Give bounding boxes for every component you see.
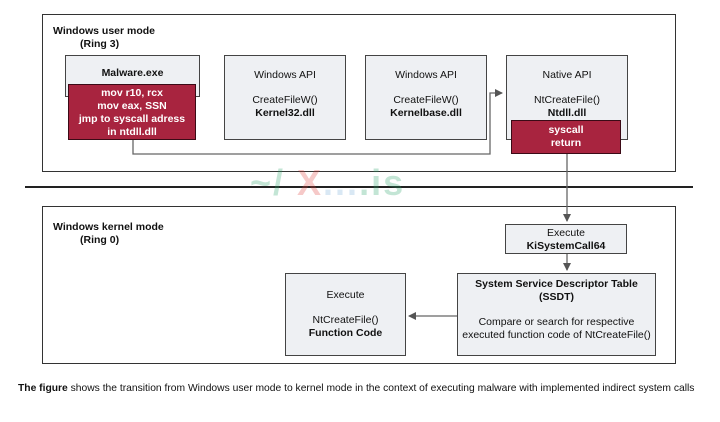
kisystemcall-box: Execute KiSystemCall64 xyxy=(505,224,627,254)
malware-code-line: mov r10, rcx xyxy=(101,87,163,99)
execute-code: Function Code xyxy=(308,327,383,339)
kernelbase-api-box: Windows API CreateFileW() Kernelbase.dll xyxy=(365,55,487,140)
watermark-prefix: ~/ xyxy=(250,162,298,203)
syscall-code-line: return xyxy=(550,137,582,149)
caption-text: shows the transition from Windows user m… xyxy=(67,383,695,394)
malware-code-block: mov r10, rcx mov eax, SSN jmp to syscall… xyxy=(68,84,196,140)
execute-action: Execute xyxy=(326,289,365,301)
watermark-suffix: .is xyxy=(359,162,406,203)
api-title: Windows API xyxy=(254,69,316,81)
syscall-code-block: syscall return xyxy=(511,120,621,154)
kernel-mode-subtitle: (Ring 0) xyxy=(80,234,120,246)
kernel-mode-title: Windows kernel mode xyxy=(53,221,164,233)
ssdt-desc: Compare or search for respective xyxy=(478,316,635,328)
execute-func: NtCreateFile() xyxy=(312,314,379,326)
watermark-logo: ~/ X....is xyxy=(250,162,405,204)
figure-caption: The figure shows the transition from Win… xyxy=(18,383,694,394)
ssdt-box: System Service Descriptor Table (SSDT) C… xyxy=(457,273,656,356)
malware-to-ntdll-arrow xyxy=(132,89,503,155)
execute-function-box: Execute NtCreateFile() Function Code xyxy=(285,273,406,356)
api-dll: Kernelbase.dll xyxy=(390,107,462,119)
ssdt-desc: executed function code of NtCreateFile() xyxy=(462,329,651,341)
native-api-func: NtCreateFile() xyxy=(534,94,600,106)
api-func: CreateFileW() xyxy=(393,94,459,106)
syscall-code-line: syscall xyxy=(548,124,584,136)
watermark-x: X xyxy=(297,162,324,203)
mode-divider xyxy=(25,186,693,188)
malware-code-line: mov eax, SSN xyxy=(97,100,167,112)
native-api-dll: Ntdll.dll xyxy=(547,107,587,119)
user-mode-title: Windows user mode xyxy=(53,25,156,37)
kernel32-api-box: Windows API CreateFileW() Kernel32.dll xyxy=(224,55,346,140)
malware-label: Malware.exe xyxy=(101,67,164,79)
kisystemcall-action: Execute xyxy=(547,227,585,239)
user-mode-subtitle: (Ring 3) xyxy=(80,38,120,50)
malware-code-line: in ntdll.dll xyxy=(107,126,157,138)
caption-bold: The figure xyxy=(18,383,68,394)
ssdt-abbr: (SSDT) xyxy=(539,291,574,303)
watermark-dots: ... xyxy=(323,162,360,203)
kisystemcall-name: KiSystemCall64 xyxy=(526,240,606,252)
malware-code-line: jmp to syscall adress xyxy=(78,113,186,125)
ssdt-title: System Service Descriptor Table xyxy=(475,278,638,290)
api-dll: Kernel32.dll xyxy=(255,107,315,119)
api-title: Windows API xyxy=(395,69,457,81)
api-func: CreateFileW() xyxy=(252,94,318,106)
native-api-title: Native API xyxy=(542,69,592,81)
